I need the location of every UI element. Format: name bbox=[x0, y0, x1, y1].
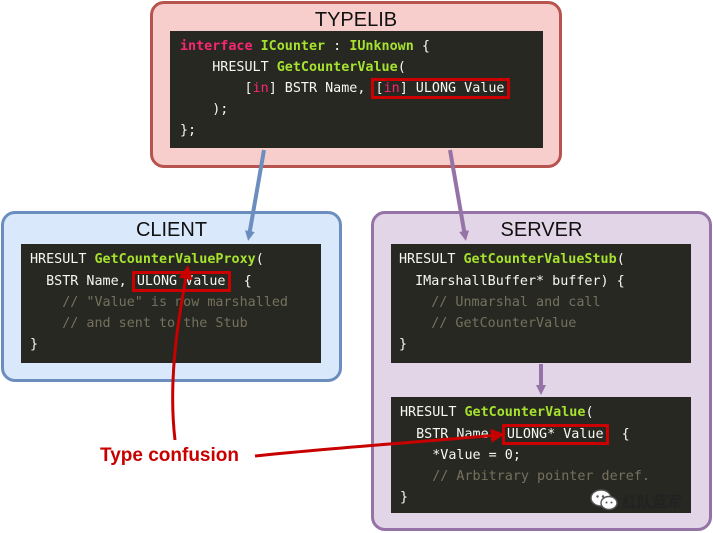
stub-line-5: } bbox=[399, 337, 408, 352]
typelib-title: TYPELIB bbox=[314, 9, 398, 31]
client-line-2: BSTR Name, ULONG Value { bbox=[30, 271, 252, 292]
wechat-icon bbox=[590, 489, 618, 511]
typelib-code-block: interface ICounter : IUnknown { HRESULT … bbox=[170, 31, 543, 148]
typelib-line-3: [in] BSTR Name, [in] ULONG Value bbox=[180, 78, 510, 99]
impl-line-1: HRESULT GetCounterValue( bbox=[400, 405, 594, 420]
type-confusion-label: Type confusion bbox=[100, 445, 239, 466]
stub-line-2: IMarshallBuffer* buffer) { bbox=[399, 274, 625, 289]
server-title: SERVER bbox=[500, 219, 583, 241]
typelib-to-client-arrow bbox=[244, 149, 266, 241]
server-stub-code-block: HRESULT GetCounterValueStub( IMarshallBu… bbox=[391, 244, 691, 363]
client-code-block: HRESULT GetCounterValueProxy( BSTR Name,… bbox=[21, 244, 321, 363]
confusion-to-server-arrow bbox=[254, 428, 505, 458]
typelib-line-4: ); bbox=[180, 102, 229, 117]
client-line-4: // and sent to the Stub bbox=[30, 316, 248, 331]
confusion-to-client-arrow bbox=[171, 265, 193, 441]
impl-line-3: *Value = 0; bbox=[400, 448, 521, 463]
client-line-5: } bbox=[30, 337, 39, 352]
typelib-line-5: }; bbox=[180, 123, 197, 138]
stub-line-1: HRESULT GetCounterValueStub( bbox=[399, 252, 625, 267]
client-line-1: HRESULT GetCounterValueProxy( bbox=[30, 252, 264, 267]
typelib-value-highlight: [in] ULONG Value bbox=[370, 78, 510, 99]
stub-line-4: // GetCounterValue bbox=[399, 316, 577, 331]
watermark-text: 红队蓝军 bbox=[622, 493, 683, 511]
client-value-highlight: ULONG Value bbox=[131, 271, 231, 292]
typelib-to-server-arrow bbox=[448, 149, 470, 241]
stub-line-3: // Unmarshal and call bbox=[399, 295, 601, 310]
server-impl-code-block: HRESULT GetCounterValue( BSTR Name, ULON… bbox=[391, 397, 691, 513]
impl-value-highlight: ULONG* Value bbox=[501, 424, 609, 445]
client-title: CLIENT bbox=[135, 219, 208, 241]
impl-line-4: // Arbitrary pointer deref. bbox=[400, 469, 650, 484]
typelib-line-2: HRESULT GetCounterValue( bbox=[180, 60, 406, 75]
impl-line-5: } bbox=[400, 490, 409, 505]
typelib-line-1: interface ICounter : IUnknown { bbox=[180, 39, 430, 54]
